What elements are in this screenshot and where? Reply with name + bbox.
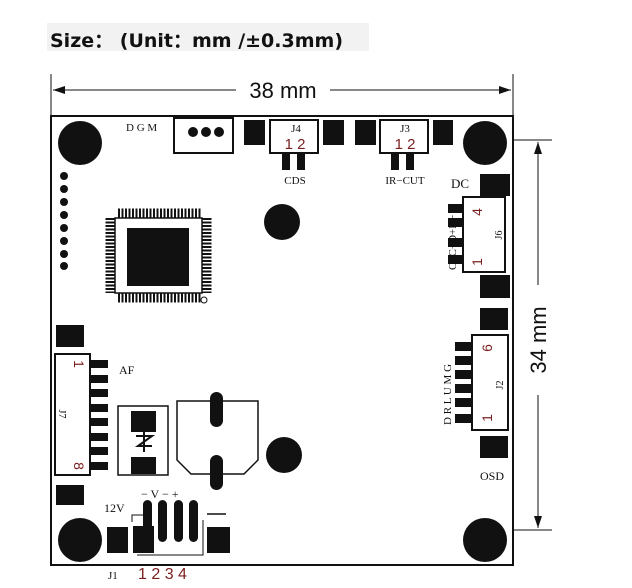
j3-label: J3 xyxy=(400,123,410,135)
crystal-component xyxy=(176,392,259,490)
width-dimension: 38 mm xyxy=(50,74,514,116)
ic-chip xyxy=(105,208,212,304)
j6-connector: C+C−D+D− 4 1 J6 xyxy=(447,196,506,273)
j3-connector: J3 1 2 IR−CUT xyxy=(355,119,453,187)
j3-pin-numbers: 1 2 xyxy=(395,136,416,153)
size-title: Size： (Unit：mm /±0.3mm) xyxy=(50,30,343,52)
j4-pin-numbers: 1 2 xyxy=(285,136,306,153)
j6-label: J6 xyxy=(494,231,505,240)
j1-signals: − V − + xyxy=(141,487,179,501)
j2-pin-high: 6 xyxy=(479,344,495,352)
j4-connector: J4 1 2 CDS xyxy=(244,119,344,187)
mounting-hole xyxy=(58,121,102,165)
j7-pin-last: 8 xyxy=(71,462,87,470)
j2-label: J2 xyxy=(495,381,506,390)
pad xyxy=(480,308,508,330)
mounting-hole xyxy=(266,437,302,473)
mounting-hole xyxy=(463,518,507,562)
dc-label: DC xyxy=(451,176,469,191)
switch-component xyxy=(117,405,169,476)
ircut-label: IR−CUT xyxy=(385,175,424,187)
j6-signals: C+C−D+D− xyxy=(447,215,459,270)
j7-label: J7 xyxy=(56,410,67,419)
height-label: 34 mm xyxy=(526,306,551,373)
title-background xyxy=(47,23,369,51)
pad xyxy=(480,275,510,298)
j6-pin-high: 4 xyxy=(469,208,485,216)
pad xyxy=(56,325,84,347)
mounting-hole xyxy=(463,121,507,165)
mounting-holes xyxy=(58,121,507,562)
j1-label: J1 xyxy=(108,570,118,582)
j6-pin-low: 1 xyxy=(469,258,485,266)
j7-connector: 1 8 J7 xyxy=(54,353,108,476)
cds-label: CDS xyxy=(284,175,305,187)
led-dots xyxy=(60,172,68,270)
height-dimension: 34 mm xyxy=(513,139,552,531)
af-label: AF xyxy=(119,363,135,377)
board-outline xyxy=(50,115,514,566)
dgm-label: D G M xyxy=(126,122,157,134)
mounting-hole xyxy=(264,204,300,240)
j4-label: J4 xyxy=(291,123,301,135)
j1-pin-numbers: 1 2 3 4 xyxy=(138,566,187,583)
mounting-hole xyxy=(58,518,102,562)
12v-label: 12V xyxy=(104,501,125,515)
pad xyxy=(480,436,508,458)
osd-label: OSD xyxy=(480,469,504,483)
j1-connector: 12V − V − + J1 1 2 3 4 xyxy=(104,487,230,583)
j2-connector: D R L U M G 6 1 J2 xyxy=(442,334,509,431)
j2-pin-low: 1 xyxy=(479,414,495,422)
pad xyxy=(56,485,84,505)
pad xyxy=(480,174,510,196)
j2-signals: D R L U M G xyxy=(442,364,454,425)
j7-pin-first: 1 xyxy=(71,360,87,368)
width-label: 38 mm xyxy=(249,78,316,103)
dgm-connector: D G M xyxy=(126,117,234,154)
